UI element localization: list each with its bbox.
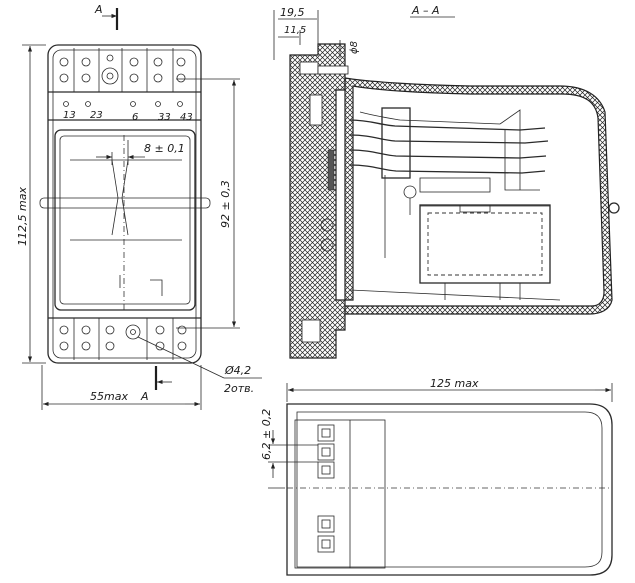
gap-dimension-label: 8 ± 0,1 [144, 142, 185, 155]
coil [349, 204, 561, 301]
terminal-label: 33 [158, 112, 171, 123]
contact-springs [349, 107, 549, 258]
height-dimension: 112,5 max [16, 44, 46, 364]
terminal-label: 23 [90, 110, 103, 121]
front-view: A [16, 3, 262, 410]
cover-window [39, 129, 211, 311]
dim-19-5-label: 19,5 [280, 6, 305, 19]
dim-11-5-label: 11,5 [284, 25, 306, 36]
length-dimension-label: 125 max [430, 377, 479, 390]
cover-shell [344, 77, 613, 315]
hole-callout: Ø4,2 2отв. [137, 336, 262, 395]
top-view-terminals [317, 424, 335, 553]
dim-phi8-label: ϕ8 [349, 41, 360, 54]
base-socket [289, 43, 346, 359]
section-view: А – А 19,5 11,5 ϕ8 [273, 4, 620, 359]
width-dimension: 55max [41, 365, 202, 410]
section-marker-bottom: A [140, 366, 172, 403]
section-marker-top: A [94, 3, 119, 30]
top-view: 125 max 6,2 ± 0,2 [260, 377, 613, 576]
bottom-terminal-block [48, 317, 201, 360]
terminal-label: 13 [63, 110, 76, 121]
pitch-dimension-label: 6,2 ± 0,2 [260, 409, 273, 460]
top-width-dimensions: 19,5 11,5 ϕ8 [273, 6, 360, 60]
length-dimension: 125 max [286, 377, 613, 402]
gap-dimension: 8 ± 0,1 [96, 140, 185, 165]
mounting-strap [39, 197, 211, 209]
terminal-label: 43 [180, 112, 193, 123]
width-dimension-label: 55max [90, 390, 128, 403]
mount-dimension: 92 ± 0,3 [176, 78, 240, 329]
hole-count-label: 2отв. [224, 382, 254, 395]
hole-diameter-label: Ø4,2 [224, 364, 251, 377]
mount-dimension-label: 92 ± 0,3 [219, 180, 232, 228]
section-marker-top-label: A [94, 3, 103, 16]
height-dimension-label: 112,5 max [16, 187, 29, 246]
top-terminal-block: 13 23 6 33 43 [48, 48, 201, 123]
pitch-dimension: 6,2 ± 0,2 [260, 409, 318, 489]
terminal-label: 6 [132, 112, 138, 123]
section-marker-bottom-label: A [140, 390, 149, 403]
relay-body-outline [47, 44, 202, 364]
terminal-number-labels: 13 23 6 33 43 [63, 110, 193, 123]
section-title: А – А [411, 4, 440, 17]
top-view-outline [286, 403, 613, 576]
